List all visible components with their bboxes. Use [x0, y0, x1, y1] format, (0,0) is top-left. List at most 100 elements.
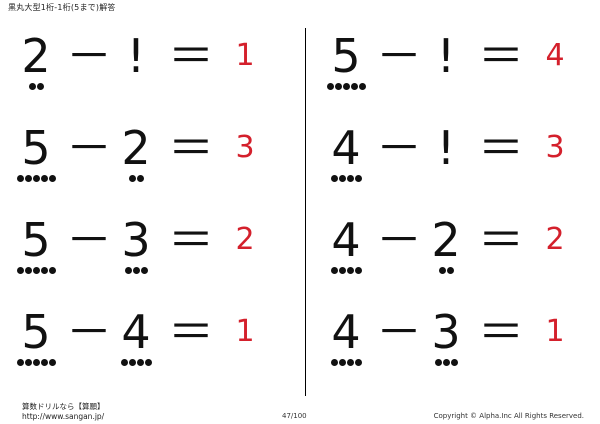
answer: 1	[235, 38, 255, 73]
counting-dot	[124, 267, 132, 274]
page-number: 47/100	[282, 412, 307, 420]
problem-row: 4－3＝1	[310, 304, 600, 396]
counting-dot	[48, 175, 56, 182]
subtrahend: 3	[121, 213, 151, 267]
counting-dot	[16, 175, 24, 182]
answer: 3	[545, 130, 565, 165]
answer: 3	[235, 130, 255, 165]
subtrahend-dots	[116, 175, 156, 183]
counting-dot	[28, 83, 36, 90]
counting-dot	[338, 175, 346, 182]
counting-dot	[128, 175, 136, 182]
counting-dot	[136, 175, 144, 182]
counting-dot	[32, 359, 40, 366]
answer: 1	[235, 314, 255, 349]
subtrahend: !	[436, 29, 456, 83]
counting-dot	[40, 175, 48, 182]
problem-row: 5 －4 ＝ 1	[0, 304, 290, 396]
footer-url[interactable]: http://www.sangan.jp/	[22, 412, 105, 421]
counting-dot	[32, 175, 40, 182]
minuend-dots	[16, 175, 56, 183]
equals-sign: ＝	[168, 121, 214, 175]
minuend-dots	[16, 267, 56, 275]
counting-dot	[350, 83, 358, 90]
problem-row: 2 －! ＝ 1	[0, 28, 290, 120]
subtrahend: !	[126, 29, 146, 83]
minuend-dots	[326, 83, 366, 91]
counting-dot	[358, 83, 366, 90]
counting-dot	[338, 359, 346, 366]
equals-sign: ＝	[168, 29, 214, 83]
column-divider	[305, 28, 306, 396]
equals-sign: ＝	[168, 305, 214, 359]
counting-dot	[120, 359, 128, 366]
counting-dot	[140, 267, 148, 274]
minuend-dots	[326, 175, 366, 183]
minus-sign: －	[66, 121, 112, 175]
equals-sign: ＝	[478, 29, 524, 83]
minuend: 5	[21, 121, 51, 175]
subtrahend-dots	[426, 267, 466, 275]
minuend: 4	[331, 213, 361, 267]
minus-sign: －	[376, 305, 422, 359]
subtrahend: 2	[431, 213, 461, 267]
page-title: 黒丸大型1桁-1桁(5まで)解答	[8, 3, 116, 12]
counting-dot	[144, 359, 152, 366]
subtrahend-dots	[116, 267, 156, 275]
counting-dot	[330, 267, 338, 274]
equals-sign: ＝	[478, 213, 524, 267]
footer-brand-block: 算数ドリルなら【算願】 http://www.sangan.jp/	[22, 402, 105, 422]
minuend: 4	[331, 121, 361, 175]
counting-dot	[132, 267, 140, 274]
counting-dot	[36, 83, 44, 90]
counting-dot	[346, 175, 354, 182]
counting-dot	[338, 267, 346, 274]
subtrahend-dots	[116, 359, 156, 367]
subtrahend: 4	[121, 305, 151, 359]
counting-dot	[24, 359, 32, 366]
minus-sign: －	[66, 305, 112, 359]
answer: 4	[545, 38, 565, 73]
answer: 2	[235, 222, 255, 257]
problem-row: 5－!＝4	[310, 28, 600, 120]
counting-dot	[24, 175, 32, 182]
subtrahend: !	[436, 121, 456, 175]
minus-sign: －	[66, 213, 112, 267]
subtrahend: 3	[431, 305, 461, 359]
counting-dot	[434, 359, 442, 366]
equals-sign: ＝	[478, 121, 524, 175]
counting-dot	[442, 359, 450, 366]
counting-dot	[40, 359, 48, 366]
minuend: 5	[331, 29, 361, 83]
minus-sign: －	[66, 29, 112, 83]
minuend: 2	[21, 29, 51, 83]
counting-dot	[24, 267, 32, 274]
counting-dot	[16, 267, 24, 274]
counting-dot	[438, 267, 446, 274]
equals-sign: ＝	[168, 213, 214, 267]
subtrahend-dots	[426, 359, 466, 367]
minuend-dots	[326, 267, 366, 275]
minuend: 5	[21, 305, 51, 359]
counting-dot	[354, 175, 362, 182]
counting-dot	[326, 83, 334, 90]
counting-dot	[16, 359, 24, 366]
counting-dot	[354, 267, 362, 274]
counting-dot	[450, 359, 458, 366]
problem-row: 5 －2 ＝ 3	[0, 120, 290, 212]
minus-sign: －	[376, 213, 422, 267]
minuend: 5	[21, 213, 51, 267]
counting-dot	[346, 359, 354, 366]
answer: 2	[545, 222, 565, 257]
counting-dot	[446, 267, 454, 274]
counting-dot	[136, 359, 144, 366]
counting-dot	[354, 359, 362, 366]
counting-dot	[330, 175, 338, 182]
answer: 1	[545, 314, 565, 349]
minuend-dots	[16, 83, 56, 91]
subtrahend: 2	[121, 121, 151, 175]
equals-sign: ＝	[478, 305, 524, 359]
copyright: Copyright © Alpha.Inc All Rights Reserve…	[433, 412, 584, 420]
